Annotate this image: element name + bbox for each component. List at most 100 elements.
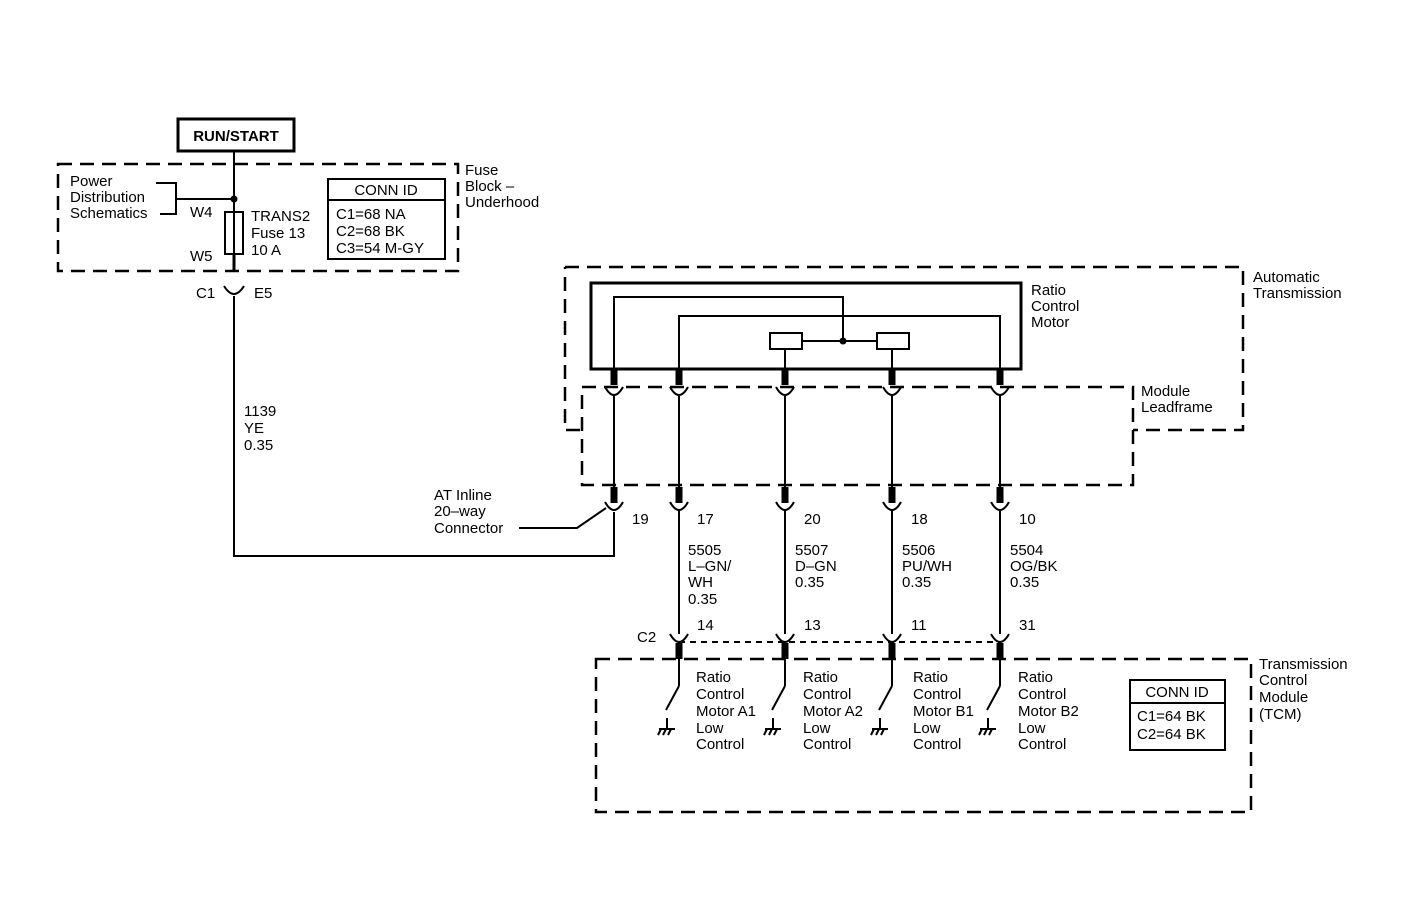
inline-label-3: Connector — [434, 520, 503, 537]
column-3-inline-connector — [775, 501, 795, 511]
inline-pin-19: 19 — [632, 511, 649, 528]
fuse-conn-id-title: CONN ID — [354, 182, 418, 199]
column-4-ground-icon — [870, 728, 888, 736]
fuse-block-title-3: Underhood — [465, 194, 539, 211]
control-a1-line-2: Control — [696, 686, 744, 703]
wire-5505-size: 0.35 — [688, 591, 717, 608]
control-label-a1: Ratio Control Motor A1 Low Control — [696, 669, 756, 753]
column-5-switch-blade — [986, 685, 1001, 711]
tcm-title-2: Control — [1259, 672, 1307, 689]
pds-label-2: Distribution — [70, 189, 145, 206]
fuse-conn-c1: C1=68 NA — [336, 206, 406, 223]
w5-label: W5 — [190, 248, 213, 265]
control-a2-line-1: Ratio — [803, 669, 838, 686]
tcm-pin-31: 31 — [1019, 617, 1036, 634]
tcm-title-3: Module — [1259, 689, 1308, 706]
wire-5506-color: PU/WH — [902, 558, 952, 575]
column-5-motor-pin — [996, 369, 1004, 385]
control-a1-line-4: Low — [696, 720, 724, 737]
tcm-title-4: (TCM) — [1259, 706, 1301, 723]
column-5-tcm-pin — [996, 643, 1004, 659]
tcm-pin-14: 14 — [697, 617, 714, 634]
control-b2-line-2: Control — [1018, 686, 1066, 703]
column-3-tcm-pin — [781, 643, 789, 659]
motor-label-3: Motor — [1031, 314, 1069, 331]
wire-5504-color: OG/BK — [1010, 558, 1058, 575]
inline-pin-labels: 19 17 20 18 10 — [632, 511, 1036, 528]
auto-trans-title-2: Transmission — [1253, 285, 1342, 302]
fuse-block-conn-id: CONN ID C1=68 NA C2=68 BK C3=54 M-GY — [327, 178, 446, 260]
w4-label: W4 — [190, 204, 213, 221]
control-a1-line-1: Ratio — [696, 669, 731, 686]
column-3-ground-icon — [763, 728, 781, 736]
column-3-tcm-connector — [775, 633, 795, 643]
c1-label: C1 — [196, 285, 215, 302]
motor-winding-a — [769, 332, 803, 350]
transmission-control-module: Transmission Control Module (TCM) CONN I… — [594, 656, 1348, 814]
column-2-motor-pin — [675, 369, 683, 385]
wire-5504-size: 0.35 — [1010, 574, 1039, 591]
ratio-control-motor-box — [589, 281, 1023, 371]
column-1-motor-pin — [610, 369, 618, 385]
column-5-tcm-connector — [990, 633, 1010, 643]
wire-5505-color-1: L–GN/ — [688, 558, 732, 575]
control-a2-line-2: Control — [803, 686, 851, 703]
column-2-inline-connector — [669, 501, 689, 511]
e5-label: E5 — [254, 285, 272, 302]
control-b1-line-4: Low — [913, 720, 941, 737]
tcm-conn-c2: C2=64 BK — [1137, 726, 1206, 743]
automatic-transmission: Automatic Transmission Ratio Control Mot… — [563, 265, 1342, 487]
inline-pin-17: 17 — [697, 511, 714, 528]
inline-pin-20: 20 — [804, 511, 821, 528]
fuse-label-3: 10 A — [251, 242, 281, 259]
inline-label-1: AT Inline — [434, 487, 492, 504]
motor-winding-b — [876, 332, 910, 350]
control-label-b1: Ratio Control Motor B1 Low Control — [913, 669, 974, 753]
leadframe-label-1: Module — [1141, 383, 1190, 400]
control-a1-line-3: Motor A1 — [696, 703, 756, 720]
wire-5504-circuit: 5504 — [1010, 542, 1043, 559]
control-b2-line-3: Motor B2 — [1018, 703, 1079, 720]
c2-label: C2 — [637, 629, 656, 646]
fuse-conn-c2: C2=68 BK — [336, 223, 405, 240]
wire-labels: 5505 L–GN/ WH 0.35 5507 D–GN 0.35 5506 P… — [688, 542, 1058, 608]
column-5-inline-connector — [990, 501, 1010, 511]
fuse-label-2: Fuse 13 — [251, 225, 305, 242]
tcm-connector-c2: C2 14 13 11 31 — [637, 617, 1036, 646]
column-4-tcm-pin — [888, 643, 896, 659]
column-2-tcm-pin — [675, 643, 683, 659]
feed-wire-color: YE — [244, 420, 264, 437]
control-a2-line-5: Control — [803, 736, 851, 753]
connector-columns — [604, 369, 1010, 736]
column-3-motor-pin — [781, 369, 789, 385]
inline-pin-18: 18 — [911, 511, 928, 528]
control-b1-line-3: Motor B1 — [913, 703, 974, 720]
column-5-ground-icon — [978, 728, 996, 736]
feed-circuit: C1 E5 1139 YE 0.35 — [196, 285, 615, 557]
inline-label-2: 20–way — [434, 503, 486, 520]
control-b1-line-2: Control — [913, 686, 961, 703]
tcm-conn-id: CONN ID C1=64 BK C2=64 BK — [1129, 679, 1226, 751]
column-3-switch-blade — [771, 685, 786, 711]
auto-trans-title-1: Automatic — [1253, 269, 1320, 286]
control-b2-line-5: Control — [1018, 736, 1066, 753]
column-2-tcm-connector — [669, 633, 689, 643]
control-a1-line-5: Control — [696, 736, 744, 753]
leadframe-label-2: Leadframe — [1141, 399, 1213, 416]
wire-5505-color-2: WH — [688, 574, 713, 591]
column-2-ground-icon — [657, 728, 675, 736]
column-4-inline-pin — [888, 487, 896, 503]
pds-label-3: Schematics — [70, 205, 148, 222]
column-4-inline-connector — [882, 501, 902, 511]
run-start-box: RUN/START — [176, 117, 296, 153]
column-3-inline-pin — [781, 487, 789, 503]
tcm-conn-c1: C1=64 BK — [1137, 708, 1206, 725]
fuse-label-1: TRANS2 — [251, 208, 310, 225]
wire-5507-color: D–GN — [795, 558, 837, 575]
column-4-switch-blade — [878, 685, 893, 711]
tcm-conn-id-title: CONN ID — [1145, 684, 1209, 701]
inline-pin-10: 10 — [1019, 511, 1036, 528]
motor-label-2: Control — [1031, 298, 1079, 315]
column-5-inline-pin — [996, 487, 1004, 503]
